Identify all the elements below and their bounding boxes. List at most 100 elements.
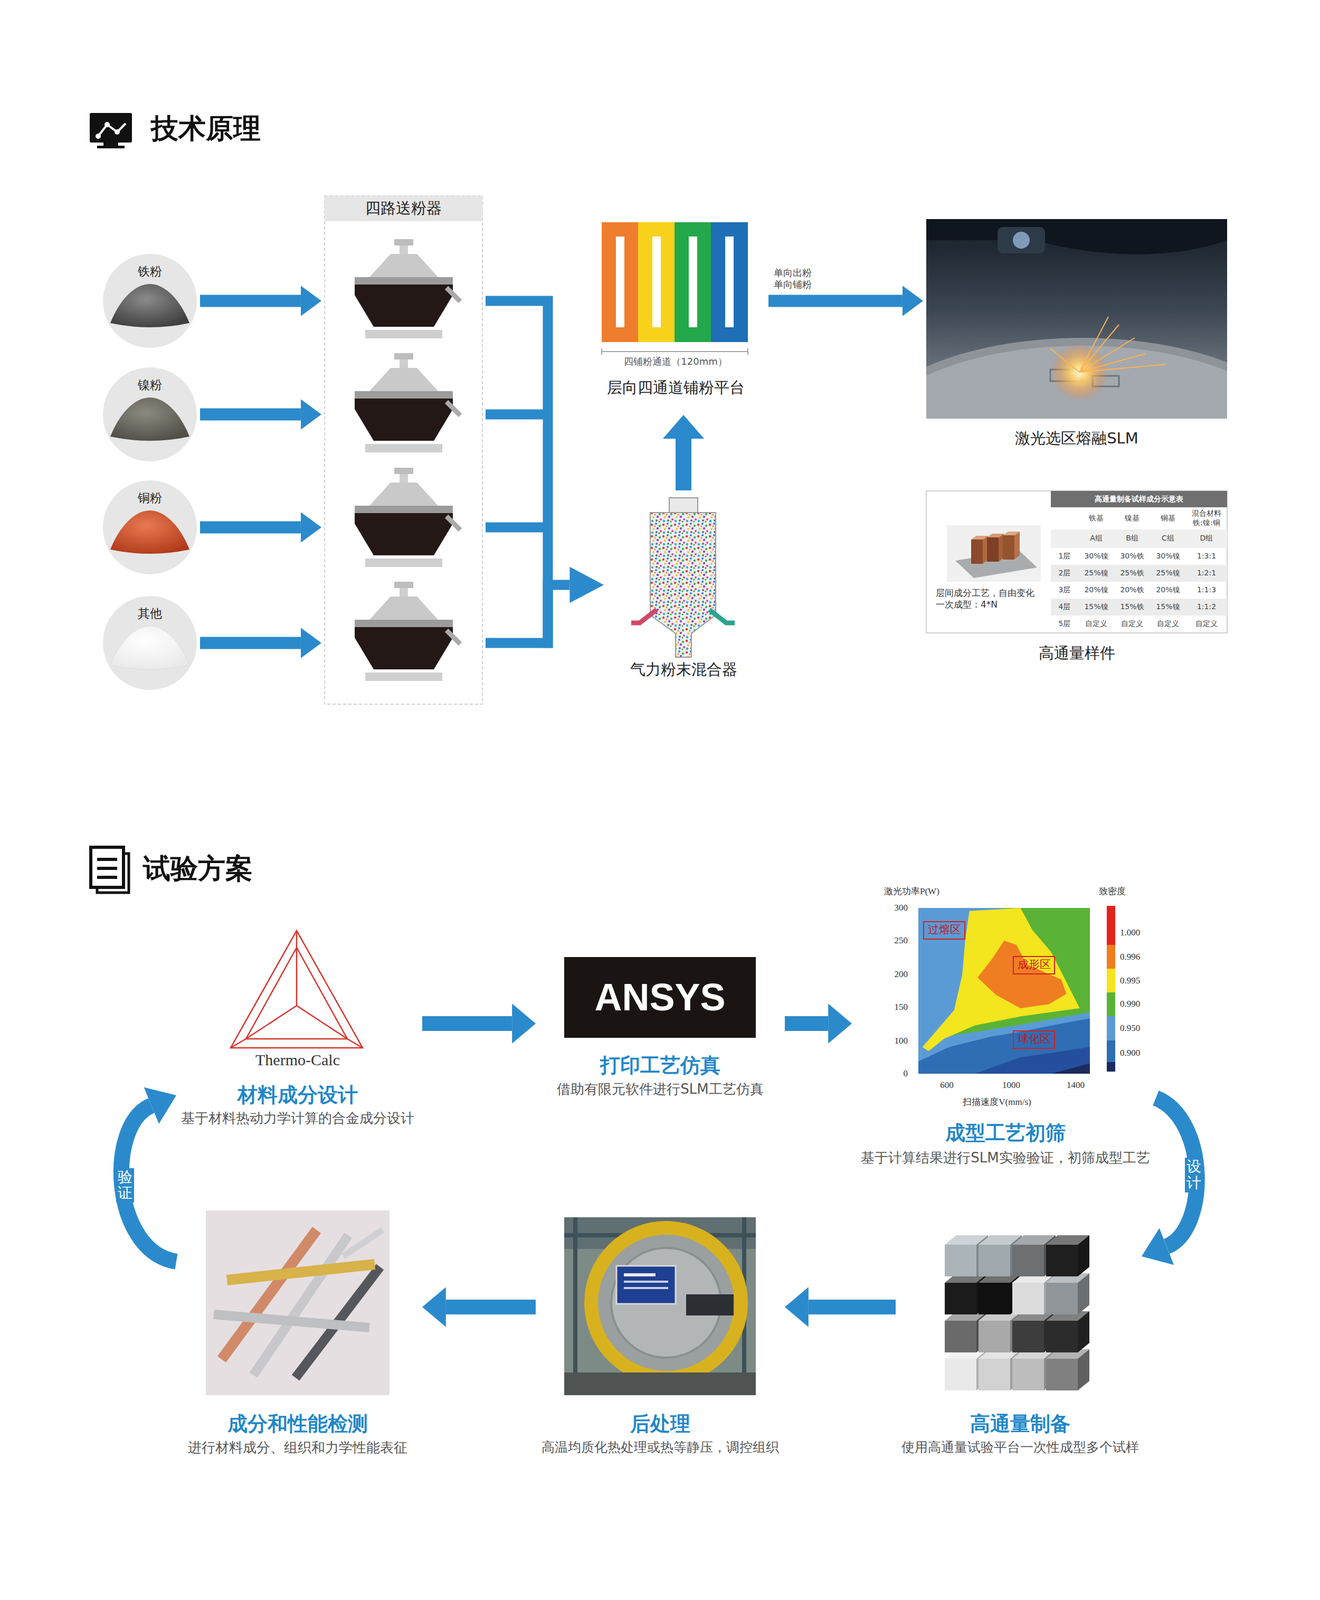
step-body: 借助有限元软件进行SLM工艺仿真 bbox=[538, 1080, 782, 1098]
flow-arrow bbox=[784, 1015, 829, 1031]
spreading-platform-art bbox=[688, 236, 698, 328]
table-cell: 15%镍 bbox=[1150, 602, 1186, 612]
powder-sample bbox=[102, 253, 197, 348]
thermo-calc-logo bbox=[230, 930, 363, 1048]
furnace-photo bbox=[623, 1273, 656, 1277]
table-cell: 自定义 bbox=[1114, 619, 1150, 629]
section-icon bbox=[114, 129, 120, 135]
powder-name: 其他 bbox=[102, 606, 197, 622]
sample-panel-art bbox=[1050, 598, 1228, 616]
axis-label: 扫描速度V(mm/s) bbox=[944, 1096, 1050, 1108]
table-cell: C组 bbox=[1150, 533, 1186, 543]
step-body: 基于计算结果进行SLM实验验证，初筛成型工艺 bbox=[855, 1149, 1156, 1166]
step-card: Thermo-Calc材料成分设计基于材料热动力学计算的合金成分设计 bbox=[176, 926, 420, 1133]
flow-arrow bbox=[200, 408, 301, 421]
table-cell: 25%镍 bbox=[1150, 568, 1186, 578]
step-body: 基于材料热动力学计算的合金成分设计 bbox=[176, 1109, 420, 1127]
colorbar-swatch bbox=[1106, 905, 1116, 945]
edge-label: 设计 bbox=[1184, 1157, 1203, 1193]
legend-label: 0.990 bbox=[1119, 998, 1141, 1010]
table-cell: 5层 bbox=[1050, 619, 1079, 629]
furnace-photo bbox=[564, 1217, 756, 1395]
flow-arrow bbox=[485, 584, 570, 643]
table-cell: 1:1:2 bbox=[1189, 602, 1224, 612]
powder-name: 铁粉 bbox=[102, 264, 197, 280]
furnace-photo bbox=[623, 1280, 669, 1283]
table-cell: 铜基 bbox=[1150, 513, 1186, 523]
colorbar-end bbox=[1106, 1061, 1116, 1072]
flow-arrow bbox=[200, 637, 301, 650]
step-heading: 成型工艺初筛 bbox=[855, 1121, 1156, 1146]
alloy-bars-photo bbox=[205, 1210, 390, 1395]
region-name: 球化区 bbox=[1013, 1032, 1054, 1046]
colorbar-swatch bbox=[1106, 944, 1116, 969]
colorbar-swatch bbox=[1106, 968, 1116, 993]
legend-label: 0.996 bbox=[1119, 951, 1141, 963]
powder-sample bbox=[110, 625, 190, 670]
sample-panel-art bbox=[1050, 529, 1228, 548]
step-body: 使用高通量试验平台一次性成型多个试样 bbox=[898, 1439, 1142, 1456]
table-cell: 1:3:1 bbox=[1189, 551, 1224, 561]
powder-mixer-art bbox=[650, 512, 716, 658]
table-cell: A组 bbox=[1078, 533, 1114, 543]
caption: 气力粉末混合器 bbox=[606, 660, 761, 679]
edge-label: 验证 bbox=[116, 1167, 135, 1203]
section-icon bbox=[97, 145, 125, 149]
flow-arrow bbox=[422, 1015, 512, 1031]
colorbar-swatch bbox=[1106, 1015, 1116, 1041]
table-cell: 1:2:1 bbox=[1189, 568, 1224, 578]
table-cell: 1层 bbox=[1050, 551, 1079, 561]
alloy-bars-photo bbox=[253, 1235, 349, 1375]
slm-photo bbox=[926, 219, 1228, 419]
feeder-frame bbox=[354, 239, 461, 339]
furnace-photo bbox=[616, 1265, 676, 1304]
axis-label: 1000 bbox=[995, 1079, 1028, 1091]
tick-label: 200 bbox=[870, 969, 908, 980]
step-body: 高温均质化热处理或热等静压，调控组织 bbox=[538, 1439, 782, 1456]
region-box: 球化区 bbox=[1012, 1030, 1056, 1049]
process-map-plot bbox=[977, 940, 1067, 1009]
merge-bracket bbox=[485, 296, 548, 649]
caption: 高通量样件 bbox=[926, 643, 1228, 663]
furnace-photo bbox=[564, 1217, 756, 1395]
sample-panel-art bbox=[971, 539, 983, 564]
feeder-frame bbox=[324, 195, 483, 222]
note-text: 层间成分工艺，自由变化 一次成型：4*N bbox=[935, 586, 1050, 611]
axis-label: 激光功率P(W) bbox=[884, 886, 969, 897]
thermo-calc-logo bbox=[230, 930, 363, 1048]
flow-arrow bbox=[675, 438, 692, 491]
sample-panel-art bbox=[1002, 535, 1015, 560]
step-heading: 材料成分设计 bbox=[176, 1083, 420, 1108]
feeder-frame bbox=[324, 195, 483, 705]
table-cell: 20%镍 bbox=[1078, 585, 1114, 595]
spreading-platform-art bbox=[601, 348, 748, 355]
region-name: 成形区 bbox=[1013, 957, 1054, 972]
spreading-platform-art bbox=[615, 236, 625, 328]
section-icon bbox=[95, 133, 101, 139]
powder-mixer: 气力粉末混合器 bbox=[606, 493, 761, 684]
section-icon bbox=[90, 847, 129, 893]
step-heading: 高通量制备 bbox=[898, 1411, 1142, 1437]
furnace-photo bbox=[591, 1227, 742, 1378]
sample-panel-art bbox=[1050, 564, 1228, 582]
table-cell: 20%铁 bbox=[1114, 585, 1150, 595]
sample-blocks bbox=[1046, 1349, 1090, 1391]
powder-sample bbox=[102, 253, 197, 690]
section-icon bbox=[90, 847, 124, 888]
furnace-photo bbox=[623, 1286, 669, 1289]
step-card: 后处理高温均质化热处理或热等静压，调控组织 bbox=[538, 1211, 782, 1464]
section-icon bbox=[97, 859, 118, 878]
table-cell: 20%镍 bbox=[1150, 585, 1186, 595]
legend-label: 1.000 bbox=[1119, 927, 1141, 938]
furnace-photo bbox=[686, 1294, 734, 1316]
spreading-platform-art bbox=[674, 222, 712, 343]
section-icon bbox=[89, 112, 132, 149]
alloy-bars-photo bbox=[226, 1264, 375, 1280]
sample-panel-art bbox=[986, 537, 999, 562]
table-cell: B组 bbox=[1114, 533, 1150, 543]
tick-label: 150 bbox=[870, 1001, 908, 1013]
powder-mixer-art bbox=[631, 609, 657, 623]
dimension-caption: 四铺粉通道（120mm） bbox=[585, 355, 766, 368]
